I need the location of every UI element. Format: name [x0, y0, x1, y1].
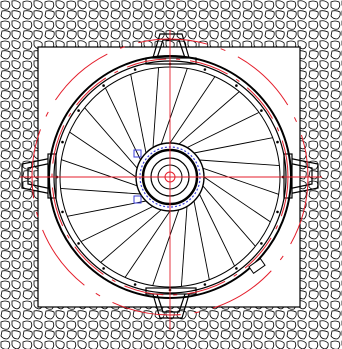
valve-detail [248, 258, 266, 274]
spoke [69, 131, 137, 178]
rim-bolt [203, 283, 207, 286]
rim-bolt [276, 210, 279, 214]
spoke [203, 176, 271, 223]
centerlines [20, 30, 322, 330]
rim-bolt [61, 140, 64, 144]
spoke [178, 91, 240, 145]
rim-bolt [260, 242, 263, 245]
rim-bolt [133, 283, 137, 286]
rim-bolt [61, 210, 64, 214]
spoke [202, 185, 256, 247]
rim-bolt [77, 242, 80, 245]
spoke [202, 167, 279, 195]
rim-bolt [133, 68, 137, 71]
spoke [198, 193, 236, 267]
spoke [130, 74, 147, 154]
spoke [193, 200, 210, 280]
rim-bolt [77, 109, 80, 112]
spoke [160, 68, 188, 145]
spoke [104, 87, 142, 161]
rim-bolt [260, 109, 263, 112]
rim-bolt [276, 140, 279, 144]
spoke [199, 159, 280, 167]
rim-bolt [235, 84, 238, 87]
wheel-spokes [60, 67, 280, 287]
spoke [100, 209, 162, 263]
spoke [60, 187, 141, 195]
rim-bolt [203, 68, 207, 71]
rim-bolt [235, 267, 238, 270]
spoke [152, 67, 160, 148]
spoke [193, 137, 273, 154]
spoke [152, 209, 180, 286]
spoke [124, 210, 171, 278]
rim-bolt [102, 84, 105, 87]
spoke [169, 76, 216, 144]
spoke [61, 159, 138, 187]
spoke [180, 206, 188, 287]
spoke [186, 111, 260, 149]
spoke [84, 107, 138, 169]
spoke [80, 205, 154, 243]
rim-bolt [102, 267, 105, 270]
spoke [67, 200, 147, 217]
rim-bolts [55, 62, 285, 292]
